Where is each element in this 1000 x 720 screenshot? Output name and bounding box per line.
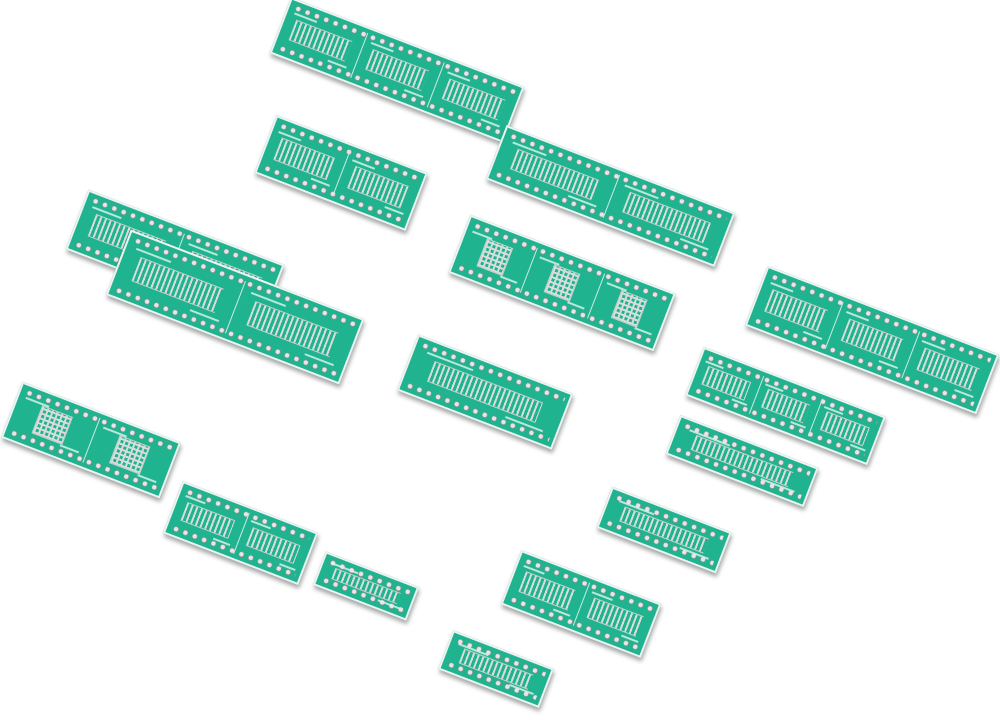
chip-footprint [109, 435, 151, 475]
chip-footprint [475, 237, 514, 277]
silkscreen-mark [136, 473, 157, 484]
pcb-board-b15 [500, 550, 662, 658]
chip-footprint [840, 318, 904, 362]
pcb-substrate [254, 115, 428, 231]
pcb-substrate [312, 551, 420, 621]
silkscreen-mark [539, 255, 561, 266]
silkscreen-mark [620, 634, 639, 644]
chip-footprint [610, 289, 649, 329]
silkscreen-mark [552, 608, 571, 618]
silkscreen-mark [190, 309, 220, 322]
board-segment [488, 128, 620, 222]
pcb-board-b7 [396, 334, 574, 450]
silkscreen-mark [472, 230, 493, 240]
chip-footprint [331, 567, 401, 605]
pcb-substrate [162, 480, 319, 586]
chip-footprint [820, 411, 870, 446]
pcb-board-b12 [312, 551, 420, 621]
chip-footprint [131, 256, 224, 314]
chip-footprint [441, 78, 506, 121]
chip-footprint [31, 405, 73, 445]
chip-footprint [180, 501, 236, 540]
chip-footprint [273, 137, 335, 180]
pcb-substrate [438, 630, 554, 708]
pcb-board-b13 [596, 486, 732, 574]
pcb-board-b10 [0, 381, 182, 499]
chip-footprint [764, 289, 828, 333]
pcb-board-b16 [438, 630, 554, 708]
silkscreen-mark [567, 301, 585, 311]
chip-footprint [690, 435, 794, 487]
board-segment [315, 554, 416, 618]
chip-footprint [509, 148, 599, 201]
board-segment [441, 633, 552, 706]
chip-footprint [916, 347, 980, 391]
chip-footprint [246, 300, 339, 358]
board-segment [399, 337, 570, 447]
board-segment [599, 489, 729, 571]
chip-footprint [347, 166, 409, 209]
silkscreen-mark [25, 396, 49, 408]
chip-footprint [760, 388, 811, 424]
silkscreen-mark [499, 275, 518, 285]
pcb-substrate [500, 550, 662, 658]
pcb-substrate [269, 0, 525, 143]
chip-footprint [365, 48, 429, 92]
chip-footprint [622, 191, 712, 244]
board-segment [601, 171, 733, 265]
pcb-substrate [596, 486, 732, 574]
chip-footprint [619, 506, 709, 554]
pcb-substrate [0, 381, 182, 499]
silkscreen-mark [102, 426, 127, 438]
silkscreen-mark [790, 421, 807, 430]
pcb-board-b11 [162, 480, 319, 586]
board-segment [223, 276, 361, 382]
pcb-board-b1 [269, 0, 525, 143]
silkscreen-mark [59, 444, 80, 454]
chip-footprint [426, 360, 544, 424]
chip-footprint [586, 597, 644, 637]
chip-footprint [518, 571, 576, 611]
chip-footprint [543, 263, 581, 303]
pcb-substrate [396, 334, 574, 450]
chip-footprint [288, 19, 353, 62]
chip-footprint [458, 648, 534, 690]
chip-footprint [701, 365, 751, 401]
chip-footprint [245, 526, 301, 565]
pcb-board-b2 [254, 115, 428, 231]
silkscreen-mark [606, 281, 628, 292]
silkscreen-mark [634, 327, 652, 336]
silkscreen-mark [279, 562, 297, 571]
